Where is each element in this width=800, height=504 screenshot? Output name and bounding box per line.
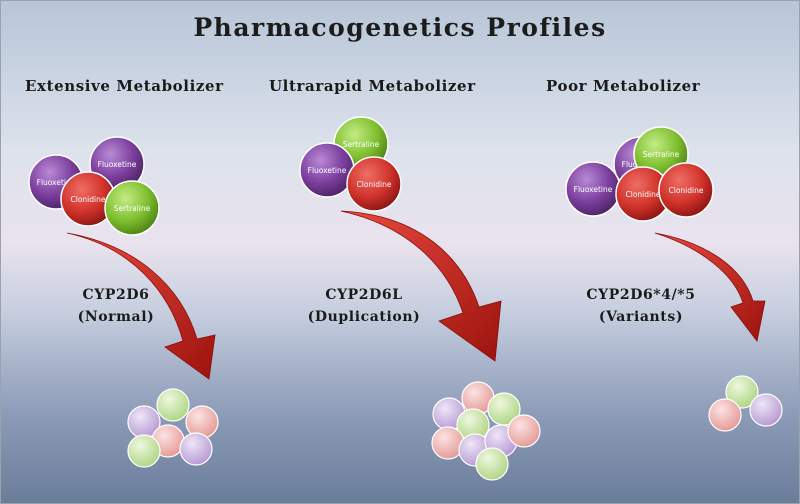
- metabolism-arrow-3: [654, 232, 766, 342]
- metabolism-arrow-1: [66, 232, 216, 380]
- drug-ball-sertraline: Sertraline: [104, 180, 160, 236]
- drug-label: Clonidine: [357, 180, 392, 189]
- enzyme-label-extensive: CYP2D6 (Normal): [51, 284, 181, 328]
- metabolite-sphere: [179, 432, 213, 466]
- metabolite-sphere: [185, 405, 219, 439]
- drug-label: Sertraline: [643, 150, 680, 159]
- metabolite-sphere: [749, 393, 783, 427]
- drug-label: Clonidine: [626, 190, 661, 199]
- drug-ball-fluoxetine: Fluoxetine: [565, 161, 621, 217]
- drug-label: Sertraline: [343, 140, 380, 149]
- drug-ball-clonidine: Clonidine: [615, 166, 671, 222]
- drug-ball-fluoxetine: Fluoxetine: [299, 142, 355, 198]
- metabolite-sphere: [708, 398, 742, 432]
- heading-poor: Poor Metabolizer: [546, 77, 701, 95]
- drug-label: Clonidine: [669, 186, 704, 195]
- enzyme-label-poor: CYP2D6*4/*5 (Variants): [571, 284, 711, 328]
- drug-ball-clonidine: Clonidine: [346, 156, 402, 212]
- drug-label: Fluoxetine: [37, 178, 76, 187]
- enzyme-name: CYP2D6*4/*5: [586, 287, 696, 303]
- drug-label: Fluoxetine: [308, 166, 347, 175]
- enzyme-note: (Normal): [77, 309, 155, 325]
- metabolism-arrow-2: [340, 210, 502, 362]
- heading-extensive: Extensive Metabolizer: [25, 77, 224, 95]
- page-title: Pharmacogenetics Profiles: [193, 13, 607, 42]
- metabolite-sphere: [475, 447, 509, 481]
- drug-label: Clonidine: [71, 195, 106, 204]
- metabolite-sphere: [127, 434, 161, 468]
- metabolite-sphere: [725, 375, 759, 409]
- drug-label: Fluoxetine: [98, 160, 137, 169]
- enzyme-note: (Duplication): [307, 309, 421, 325]
- enzyme-name: CYP2D6L: [325, 287, 403, 303]
- metabolite-sphere: [156, 388, 190, 422]
- drug-label: Fluoxetine: [574, 185, 613, 194]
- drug-ball-clonidine: Clonidine: [658, 162, 714, 218]
- metabolite-sphere: [507, 414, 541, 448]
- enzyme-note: (Variants): [598, 309, 684, 325]
- drug-ball-clonidine: Clonidine: [60, 171, 116, 227]
- heading-ultrarapid: Ultrarapid Metabolizer: [269, 77, 476, 95]
- drug-label: Sertraline: [114, 204, 151, 213]
- enzyme-name: CYP2D6: [82, 287, 150, 303]
- enzyme-label-ultrarapid: CYP2D6L (Duplication): [299, 284, 429, 328]
